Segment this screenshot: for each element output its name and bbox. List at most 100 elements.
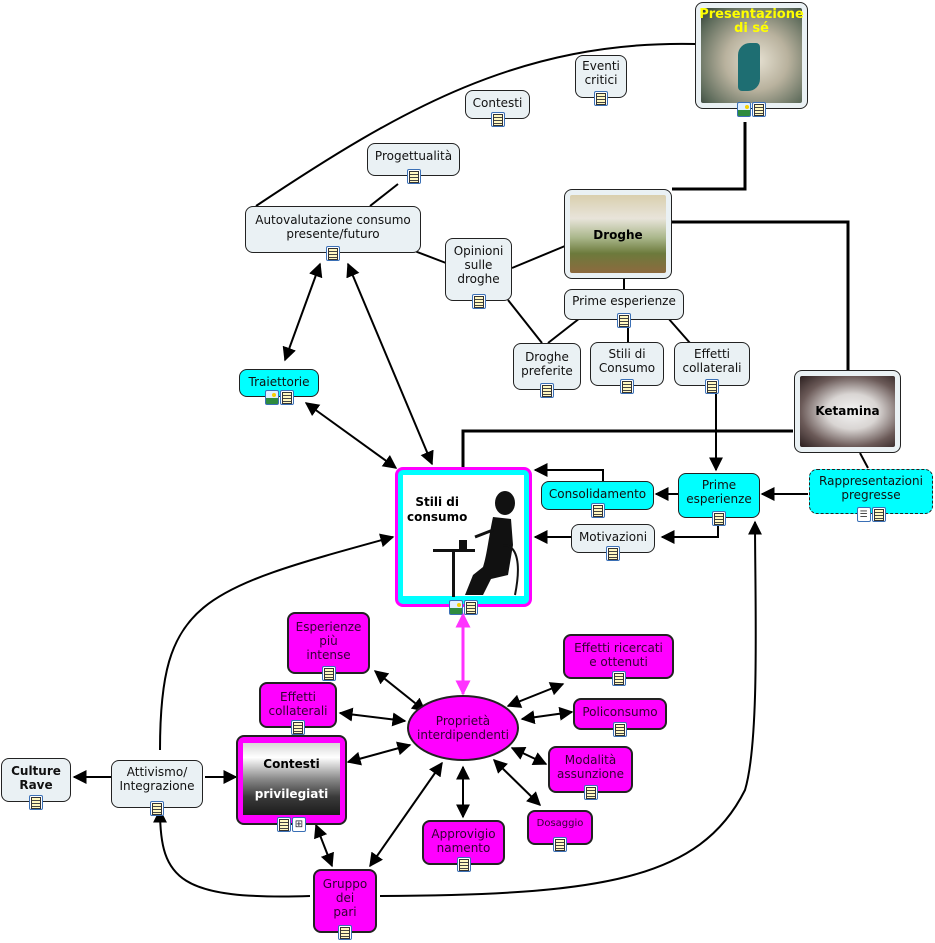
document-icon[interactable] xyxy=(150,801,164,816)
document-icon[interactable] xyxy=(752,102,766,117)
document-icon[interactable] xyxy=(471,294,486,309)
node-policonsumo[interactable]: Policonsumo xyxy=(573,698,667,737)
document-icon[interactable] xyxy=(338,925,352,940)
node-contesti-privilegiati[interactable]: Contesti privilegiati xyxy=(236,735,347,832)
autovalutazione-label: Autovalutazione consumo presente/futuro xyxy=(255,213,411,241)
document-icon[interactable] xyxy=(611,671,626,686)
dosaggio-label: Dosaggio xyxy=(536,818,584,829)
droghe-preferite-label: Droghe preferite xyxy=(521,350,573,378)
edge-autovalutazione-opinioni xyxy=(411,249,447,264)
node-approvigionamento[interactable]: Approvigio namento xyxy=(422,820,505,872)
edge-contesti-gruppo xyxy=(314,823,334,868)
droghe-label: Droghe xyxy=(593,228,643,242)
modalita-label: Modalità assunzione xyxy=(556,753,625,781)
prime-esperienze-label: Prime esperienze xyxy=(572,294,676,308)
image-icon[interactable] xyxy=(737,102,751,117)
document-icon[interactable] xyxy=(29,795,43,810)
node-traiettorie[interactable]: Traiettorie xyxy=(239,369,319,405)
list-icon[interactable] xyxy=(856,507,871,522)
contesti-label: Contesti xyxy=(472,96,523,110)
stili-sub-label: Stili di Consumo xyxy=(598,347,656,375)
document-icon[interactable] xyxy=(326,246,340,261)
document-icon[interactable] xyxy=(456,857,471,872)
motivazioni-label: Motivazioni xyxy=(578,530,648,544)
edge-proprieta-dosaggio xyxy=(492,759,542,806)
document-icon[interactable] xyxy=(617,313,631,328)
node-stili-di-consumo[interactable]: Stili di consumo xyxy=(395,467,532,615)
edge-gruppo-attivismo xyxy=(153,808,311,898)
node-progettualita[interactable]: Progettualità xyxy=(367,143,460,184)
image-icon[interactable] xyxy=(264,390,279,405)
node-prime-esperienze[interactable]: Prime esperienze xyxy=(678,473,760,526)
node-motivazioni[interactable]: Motivazioni xyxy=(571,524,655,561)
document-icon[interactable] xyxy=(712,511,726,526)
node-droghe-preferite[interactable]: Droghe preferite xyxy=(513,343,581,398)
document-icon[interactable] xyxy=(620,379,634,394)
node-rappresentazioni-pregresse[interactable]: Rappresentazioni pregresse xyxy=(809,469,933,522)
edge-proprieta-effetti xyxy=(338,707,407,727)
mask-shape xyxy=(738,43,760,91)
document-icon[interactable] xyxy=(583,785,598,800)
node-opinioni-sulle-droghe[interactable]: Opinioni sulle droghe xyxy=(445,238,512,309)
edge-gruppo-prime xyxy=(379,520,763,897)
attivismo-label: Attivismo/ Integrazione xyxy=(119,765,195,793)
document-icon[interactable] xyxy=(279,390,294,405)
node-dosaggio[interactable]: Dosaggio xyxy=(527,810,593,852)
document-icon[interactable] xyxy=(606,546,620,561)
node-contesti[interactable]: Contesti xyxy=(465,90,530,127)
edge-autovalutazione-traiettorie xyxy=(282,262,323,362)
document-icon[interactable] xyxy=(406,169,421,184)
node-autovalutazione[interactable]: Autovalutazione consumo presente/futuro xyxy=(245,206,421,261)
node-effetti-collaterali-droghe[interactable]: Effetti collaterali xyxy=(674,342,750,394)
node-culture-rave[interactable]: Culture Rave xyxy=(1,758,71,810)
edge-ketamina-stili xyxy=(461,429,793,468)
node-gruppo-dei-pari[interactable]: Gruppo dei pari xyxy=(313,869,377,940)
document-icon[interactable] xyxy=(871,507,886,522)
edge-proprieta-contesti xyxy=(346,741,412,766)
document-icon[interactable] xyxy=(594,91,608,106)
gruppo-pari-label: Gruppo dei pari xyxy=(322,877,368,919)
document-icon[interactable] xyxy=(291,720,305,735)
edge-progettualita-autovalutazione xyxy=(369,183,399,207)
node-stili-di-consumo-sub[interactable]: Stili di Consumo xyxy=(590,342,664,394)
node-eventi-critici[interactable]: Eventi critici xyxy=(575,55,627,106)
document-icon[interactable] xyxy=(490,112,505,127)
node-droghe[interactable]: Droghe xyxy=(564,189,672,279)
edge-prime-effetti xyxy=(667,317,691,344)
node-consolidamento[interactable]: Consolidamento xyxy=(541,481,654,518)
edge-attivismo-stili xyxy=(159,533,395,751)
document-icon[interactable] xyxy=(705,379,719,394)
node-esperienze-piu-intense[interactable]: Esperienze più intense xyxy=(287,612,370,681)
edge-prime-preferite xyxy=(547,317,581,344)
node-attivismo-integrazione[interactable]: Attivismo/ Integrazione xyxy=(111,760,203,816)
node-effetti-ricercati[interactable]: Effetti ricercati e ottenuti xyxy=(563,634,674,686)
node-proprieta-interdipendenti[interactable]: Proprietà interdipendenti xyxy=(407,695,519,761)
document-icon[interactable] xyxy=(540,383,554,398)
document-icon[interactable] xyxy=(590,503,605,518)
concept-map-icon[interactable] xyxy=(292,817,306,832)
document-icon[interactable] xyxy=(464,600,478,615)
contesti-privilegiati-label-2: privilegiati xyxy=(254,787,329,801)
document-icon[interactable] xyxy=(277,817,291,832)
esperienze-label: Esperienze più intense xyxy=(295,620,362,662)
edge-proprieta-effetti-ricercati xyxy=(506,682,565,708)
edge-proprieta-esperienze xyxy=(373,670,427,712)
edge-consolidamento-stili xyxy=(533,463,604,482)
culture-rave-label: Culture Rave xyxy=(11,764,61,792)
node-prime-esperienze-droghe[interactable]: Prime esperienze xyxy=(564,289,684,328)
node-presentazione-di-se[interactable]: Presentazione di sé xyxy=(695,2,808,117)
edge-ketamina-rappresentazioni xyxy=(859,452,869,469)
document-icon[interactable] xyxy=(553,837,567,852)
edge-opinioni-droghe xyxy=(511,245,566,269)
node-ketamina[interactable]: Ketamina xyxy=(794,370,901,453)
document-icon[interactable] xyxy=(321,666,336,681)
presentazione-label: Presentazione di sé xyxy=(699,7,804,36)
node-modalita-assunzione[interactable]: Modalità assunzione xyxy=(548,746,633,800)
stili-image xyxy=(403,475,524,597)
prime-esperienze-cyan-label: Prime esperienze xyxy=(686,478,752,506)
image-icon[interactable] xyxy=(449,600,463,615)
node-effetti-collaterali[interactable]: Effetti collaterali xyxy=(259,682,337,735)
document-icon[interactable] xyxy=(613,722,627,737)
stili-label: Stili di consumo xyxy=(407,495,468,524)
